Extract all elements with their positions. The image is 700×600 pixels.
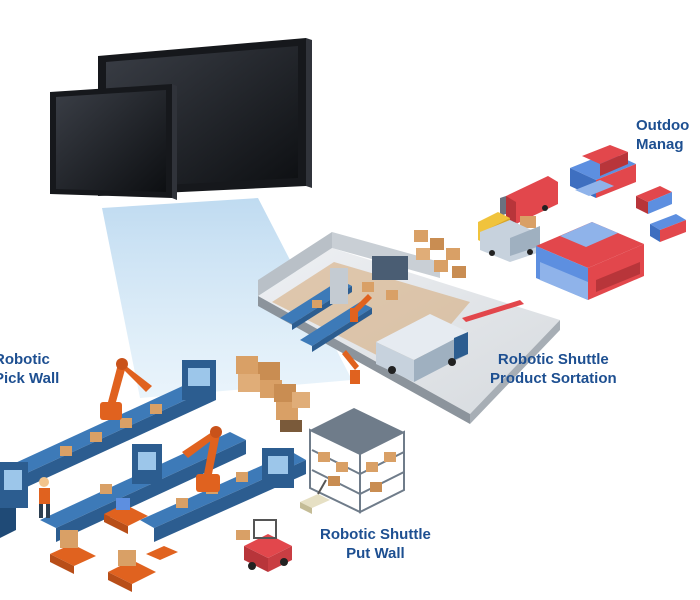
outdoor-container-yard: [478, 145, 686, 300]
service-truck-icon: [480, 220, 540, 262]
label-pick-line2: Pick Wall: [0, 370, 60, 387]
projection-beam: [102, 198, 352, 398]
warehouse-building-icon: [258, 230, 560, 424]
label-robotic-shuttle-sortation: Robotic Shuttle Product Sortation: [490, 350, 617, 388]
label-outdoor-line2: Manag: [636, 136, 684, 153]
robot-arm-sort-icon: [342, 294, 372, 384]
label-put-line2: Put Wall: [346, 545, 405, 562]
label-pick-line1: Robotic: [0, 351, 50, 368]
pallet-stack-icon: [236, 356, 310, 432]
pick-wall-conveyor-icon: [0, 360, 306, 542]
delivery-truck-dock-icon: [376, 314, 468, 382]
agv-robot-icon: [300, 479, 330, 514]
label-sort-line1: Robotic Shuttle: [497, 351, 609, 368]
forklift-icon: [236, 519, 292, 572]
label-outdoor-management: Outdoo Manag: [636, 116, 689, 154]
agv-orange-icon: [50, 498, 178, 592]
worker-icon: [39, 477, 50, 518]
label-outdoor-line1: Outdoo: [636, 117, 690, 134]
scanner-tunnel-icon: [0, 360, 294, 508]
container-block-icon: [536, 222, 644, 300]
small-monitor-icon: [50, 84, 177, 200]
container-small-icon: [636, 186, 686, 242]
label-sort-line2: Product Sortation: [490, 370, 617, 387]
label-robotic-shuttle-put-wall: Robotic Shuttle Put Wall: [320, 525, 431, 563]
parcel-box-cluster-icon: [312, 230, 466, 308]
robot-arm-icon: [100, 358, 222, 492]
container-stack-icon: [570, 145, 636, 198]
storage-rack-icon: [309, 408, 405, 514]
label-robotic-pick-wall: Robotic Pick Wall: [0, 350, 59, 388]
label-put-line1: Robotic Shuttle: [320, 526, 431, 543]
